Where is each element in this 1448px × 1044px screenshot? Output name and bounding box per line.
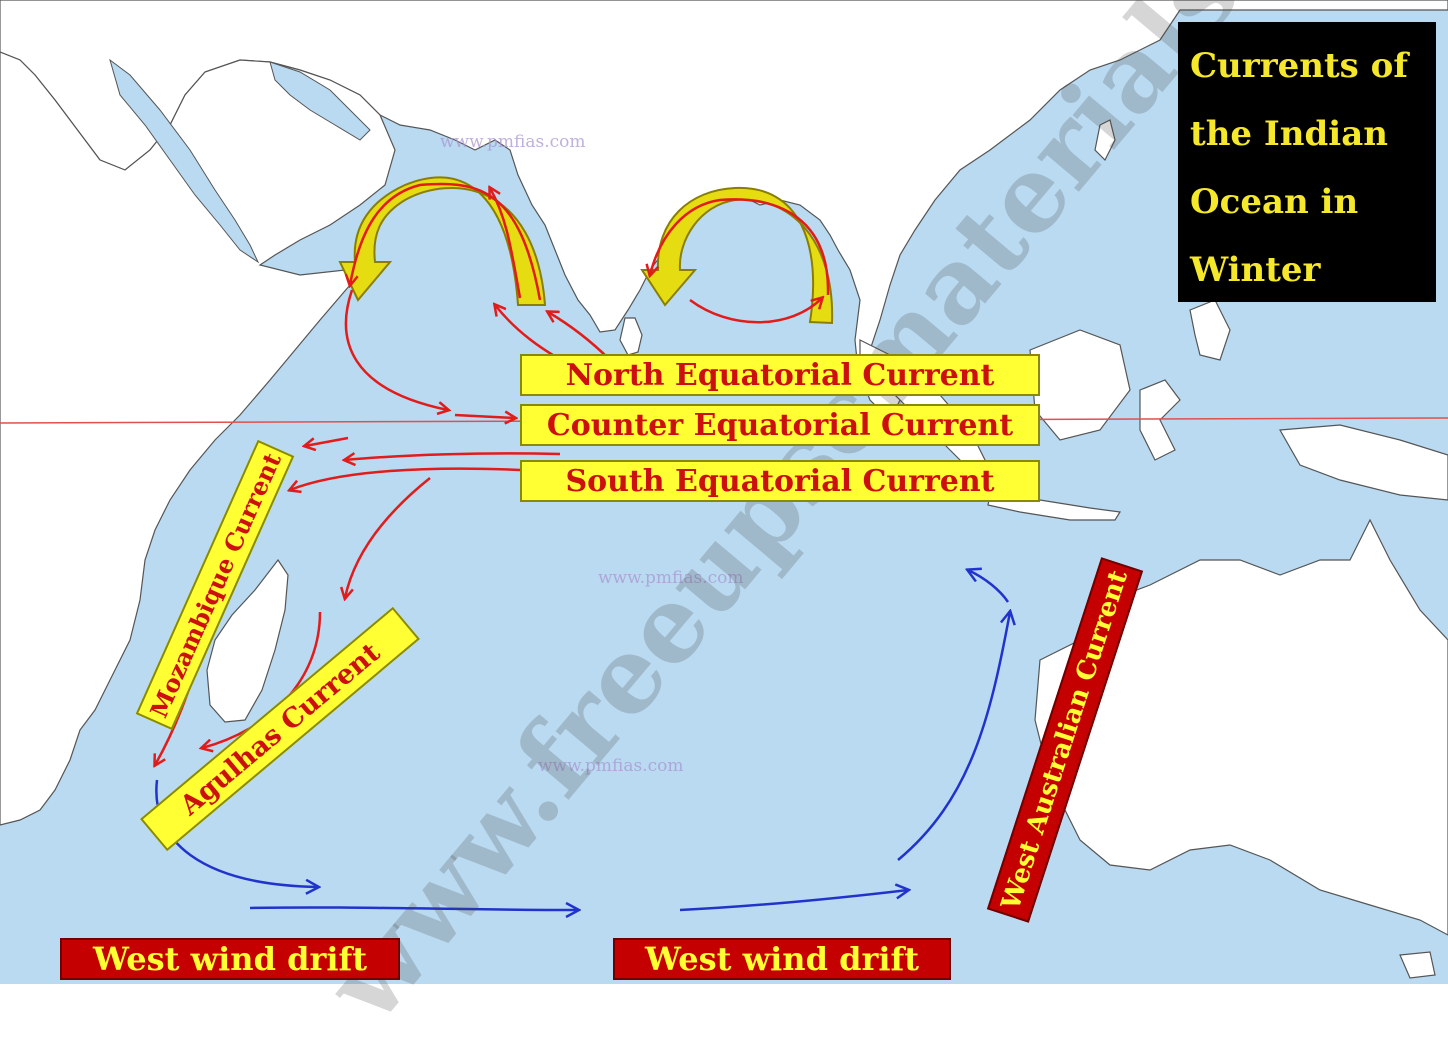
- sec-arrow-1: [305, 436, 349, 446]
- west-wind-drift-arrow-3: [679, 890, 908, 912]
- west-australian-arrow: [897, 612, 1010, 861]
- sulawesi: [1139, 379, 1181, 461]
- map-title: Currents of the Indian Ocean in Winter: [1178, 22, 1436, 302]
- arabia-horn: [0, 51, 396, 826]
- west-wind-drift-arrow-2: [249, 907, 578, 910]
- australia: [1034, 518, 1448, 936]
- pmfias-watermark-1: www.pmfias.com: [440, 132, 586, 152]
- pmfias-watermark-3: www.pmfias.com: [538, 756, 684, 776]
- west-wind-drift-arrow-1: [155, 779, 318, 887]
- taiwan: [1094, 119, 1116, 162]
- red-sea: [109, 58, 260, 264]
- title-line-1: Currents of: [1190, 46, 1408, 86]
- madagascar: [206, 558, 289, 723]
- counter-equatorial-arrow: [454, 415, 515, 418]
- bengal-return-arrow: [689, 298, 822, 324]
- title-line-2: the Indian: [1190, 114, 1388, 154]
- persian-gulf: [269, 61, 371, 141]
- south-equatorial-current-label: South Equatorial Current: [520, 460, 1040, 502]
- cold-current-arrows: [155, 570, 1010, 912]
- sec-arrow-3: [290, 467, 521, 490]
- arabian-inner-arrow: [490, 188, 522, 299]
- tasmania-edge: [1399, 951, 1436, 979]
- somali-loop-arrow: [344, 289, 448, 410]
- west-wind-drift-label-2: West wind drift: [613, 938, 951, 980]
- west-australian-tail-arrow: [968, 570, 1010, 603]
- title-line-4: Winter: [1190, 250, 1321, 290]
- arabian-sea-gyre-arrow: [350, 182, 542, 301]
- west-wind-drift-label-1: West wind drift: [60, 938, 400, 980]
- title-line-3: Ocean in: [1190, 182, 1359, 222]
- sec-south-arrow: [345, 477, 431, 598]
- sec-arrow-2: [345, 453, 561, 460]
- north-equatorial-current-label: North Equatorial Current: [520, 354, 1040, 396]
- sri-lanka: [619, 317, 643, 356]
- new-guinea: [1279, 424, 1448, 501]
- bay-of-bengal-gyre-arrow: [650, 198, 830, 296]
- counter-equatorial-current-label: Counter Equatorial Current: [520, 404, 1040, 446]
- pmfias-watermark-2: www.pmfias.com: [598, 568, 744, 588]
